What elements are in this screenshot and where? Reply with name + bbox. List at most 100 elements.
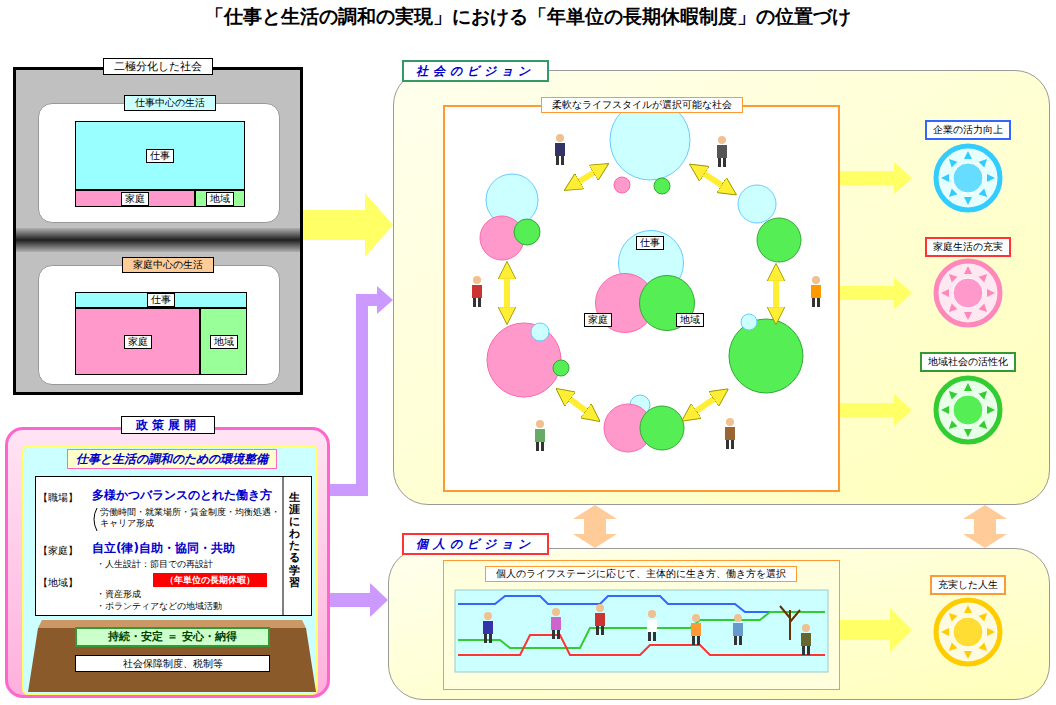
frame-heading: 個人のライフステージに応じて、主体的に生き方、働き方を選択 (485, 566, 797, 582)
circle-shape (953, 278, 983, 308)
policy-heading: 自立(律)自助・協同・共助 (92, 541, 235, 555)
polygon-shape (949, 159, 957, 167)
line-shape (458, 635, 825, 655)
polygon-shape (949, 189, 957, 197)
cell-label: 地域 (210, 335, 238, 349)
foundation-label: 社会保障制度、税制等 (123, 658, 223, 670)
circle-shape (953, 163, 983, 193)
circle-shape (553, 360, 569, 376)
cell-label: 家庭 (124, 335, 152, 349)
polygon-shape (941, 406, 949, 414)
work-cell: 仕事 (75, 121, 245, 190)
box-heading: 家庭中心の生活 (122, 257, 214, 273)
outcome-item: 充実した人生 (912, 573, 1024, 668)
circle-label: 地域 (676, 313, 704, 327)
panel-heading: 個人のビジョン (402, 533, 549, 555)
circle-shape (936, 600, 1000, 664)
line-shape (692, 396, 718, 414)
community-circle: 地域 (639, 275, 695, 331)
society-panel: 二極分化した社会仕事中心の生活仕事家庭地域家庭中心の生活仕事家庭地域 (13, 67, 303, 395)
line-shape (700, 171, 726, 188)
family-cell: 家庭 (75, 190, 195, 207)
flow-arrow (840, 286, 894, 300)
panel-heading: 二極分化した社会 (103, 58, 213, 75)
polygon-shape (979, 159, 987, 167)
polygon-shape (949, 421, 957, 429)
vision-panel: 社会のビジョン 柔軟なライフスタイルが選択可能な社会仕事家庭地域企業の活力向上家… (393, 70, 1050, 505)
frame-heading: 柔軟なライフスタイルが選択可能な社会 (541, 97, 743, 113)
polygon-shape (949, 613, 957, 621)
circle-shape (640, 406, 684, 450)
polygon-shape (979, 304, 987, 312)
figure-icon (647, 610, 657, 641)
figure-icon (483, 612, 493, 643)
line-shape (458, 596, 825, 612)
shape-group (936, 378, 1000, 442)
polygon-shape (964, 151, 972, 159)
area-tag: 【地域】 (38, 577, 78, 589)
polygon-shape (964, 197, 972, 205)
vertical-label: 生涯にわたる学習 (289, 492, 300, 589)
policy-item: ・ボランティアなどの地域活動 (96, 601, 222, 612)
figure-icon (551, 608, 561, 639)
rect-shape (16, 228, 300, 252)
flow-arrow (840, 171, 894, 185)
flow-arrow (974, 519, 996, 534)
policy-item: ・人生設計：節目での再設計 (96, 559, 213, 570)
circle-shape (953, 617, 983, 647)
line-shape (575, 170, 598, 184)
figure-icon (801, 624, 811, 655)
figure-icon (717, 136, 727, 167)
foundation-box: 持続・安定 ＝ 安心・納得 (75, 627, 270, 647)
circle-shape (936, 261, 1000, 325)
line-shape (773, 276, 779, 312)
rect-shape (388, 548, 1050, 700)
outcome-item: 家庭生活の充実 (912, 235, 1024, 332)
circle-shape (654, 178, 670, 194)
figure-icon (691, 614, 701, 645)
polygon-shape (941, 628, 949, 636)
shape-group (936, 261, 1000, 325)
polygon-shape (964, 651, 972, 659)
policy-item: 労働時間・就業場所・賃金制度・均衡処遇・キャリア形成 (100, 507, 280, 529)
line-shape (458, 612, 825, 648)
flow-arrow (840, 620, 890, 640)
circle-shape (531, 323, 549, 341)
polygon-shape (979, 391, 987, 399)
polygon-shape (964, 266, 972, 274)
policy-frame: 仕事と生活の調和のための環境整備 【職場】多様かつバランスのとれた働き方労働時間… (22, 445, 318, 695)
lifestyle-box: 仕事中心の生活仕事家庭地域 (38, 103, 280, 223)
outcome-label: 企業の活力向上 (925, 120, 1011, 140)
polygon-shape (949, 274, 957, 282)
foundation-box: 社会保障制度、税制等 (75, 655, 270, 672)
line-shape (283, 477, 284, 615)
highlight-box: （年単位の長期休暇） (153, 573, 267, 587)
shape-group (936, 146, 1000, 210)
circle-shape (936, 146, 1000, 210)
polygon-shape (28, 628, 316, 692)
life-stage-frame: 個人のライフステージに応じて、主体的に生き方、働き方を選択 (443, 560, 840, 690)
figure-icon (733, 614, 743, 645)
circle-label: 家庭 (584, 313, 612, 327)
line-shape (780, 606, 800, 640)
circle-shape (936, 378, 1000, 442)
polygon-shape (949, 643, 957, 651)
polygon-shape (964, 312, 972, 320)
community-cell: 地域 (195, 190, 245, 207)
polygon-shape (987, 628, 995, 636)
polygon-shape (941, 174, 949, 182)
policy-list: 【職場】多様かつバランスのとれた働き方労働時間・就業場所・賃金制度・均衡処遇・キ… (35, 476, 312, 616)
polygon-shape (941, 289, 949, 297)
circle-shape (757, 218, 801, 262)
circle-shape (614, 177, 630, 193)
outcome-item: 地域社会の活性化 (912, 350, 1024, 447)
shape-group (507, 170, 776, 414)
polygon-shape (979, 613, 987, 621)
foundation-label: 持続・安定 ＝ 安心・納得 (108, 630, 237, 643)
circle-shape (738, 185, 776, 223)
flow-arrow (330, 593, 370, 607)
cell-label: 家庭 (121, 192, 149, 206)
policy-item: ・資産形成 (96, 589, 141, 600)
box-heading: 仕事中心の生活 (124, 95, 216, 111)
